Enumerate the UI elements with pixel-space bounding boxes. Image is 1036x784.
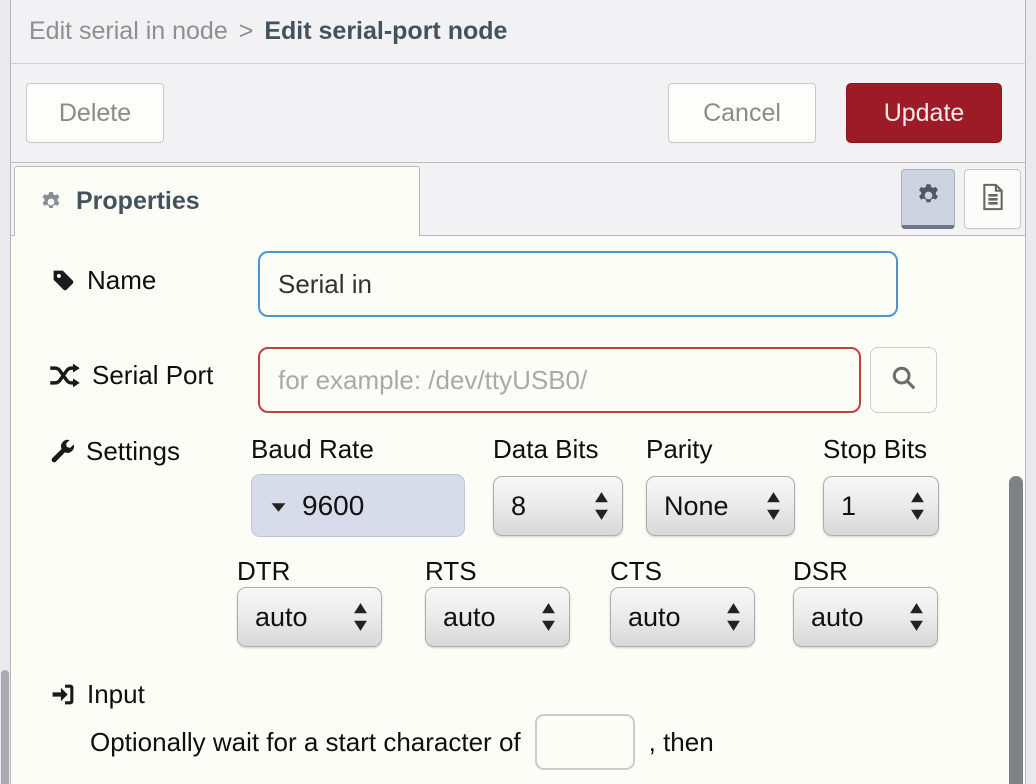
shuffle-icon [49,363,81,388]
baud-rate-label: Baud Rate [251,434,374,464]
serial-port-label-text: Serial Port [92,360,214,390]
panel-resize-strip [0,0,10,784]
settings-field-label: Settings [49,436,180,467]
gear-icon [39,190,63,214]
start-character-row: Optionally wait for a start character of… [90,712,714,772]
panel-drag-handle[interactable] [1,670,9,784]
parity-select[interactable]: None [646,476,795,536]
data-bits-value: 8 [511,490,527,521]
wrench-icon [49,439,75,465]
dsr-label: DSR [793,556,848,586]
baud-rate-value: 9600 [302,489,365,521]
data-bits-label: Data Bits [493,434,599,464]
sign-in-icon [51,682,76,707]
edit-node-dialog: Edit serial in node > Edit serial-port n… [10,0,1026,784]
spinner-arrows-icon [353,603,368,631]
dialog-header: Edit serial in node > Edit serial-port n… [11,0,1025,64]
serial-port-input[interactable] [258,347,861,413]
tag-icon [51,268,76,293]
stop-bits-value: 1 [841,490,857,521]
search-icon [890,364,918,397]
name-input[interactable] [258,251,898,317]
dtr-value: auto [255,601,308,632]
properties-form: Name Serial Port Setting [11,236,1025,784]
serial-port-search-button[interactable] [870,347,937,413]
stop-bits-label: Stop Bits [823,434,928,464]
breadcrumb-parent[interactable]: Edit serial in node [29,17,228,45]
document-icon [979,182,1007,217]
spinner-arrows-icon [766,492,781,520]
spinner-arrows-icon [910,492,925,520]
name-field-label: Name [51,265,156,296]
serial-port-field-label: Serial Port [49,360,213,391]
dsr-select[interactable]: auto [793,587,938,647]
wait-text-after: , then [648,726,714,757]
settings-label-text: Settings [86,436,180,466]
spinner-arrows-icon [541,603,556,631]
data-bits-select[interactable]: 8 [493,476,623,536]
dialog-button-bar: Delete Cancel Update [11,64,1025,163]
breadcrumb-current: Edit serial-port node [264,17,508,45]
spinner-arrows-icon [909,603,924,631]
start-character-input[interactable] [534,714,635,770]
tab-properties-label: Properties [76,187,200,215]
wait-text-before: Optionally wait for a start character of [90,726,521,757]
rts-select[interactable]: auto [425,587,570,647]
caret-down-icon [271,502,286,512]
dtr-select[interactable]: auto [237,587,382,647]
dsr-value: auto [811,601,864,632]
parity-value: None [664,490,729,521]
gear-icon [915,182,942,214]
breadcrumb-separator: > [238,17,254,45]
cts-select[interactable]: auto [610,587,755,647]
update-button[interactable]: Update [846,83,1002,143]
spinner-arrows-icon [594,492,609,520]
tab-bar: Properties [11,163,1025,236]
tab-properties[interactable]: Properties [14,166,420,236]
cts-label: CTS [610,556,662,586]
cts-value: auto [628,601,681,632]
input-section-label: Input [51,679,145,710]
parity-label: Parity [646,434,713,464]
vertical-scrollbar-thumb[interactable] [1009,476,1023,784]
name-label-text: Name [87,265,157,295]
input-label-text: Input [87,679,145,709]
node-docs-button[interactable] [964,169,1021,229]
cancel-button[interactable]: Cancel [668,83,816,143]
rts-label: RTS [425,556,477,586]
workspace-edge [1026,0,1036,784]
rts-value: auto [443,601,496,632]
delete-button[interactable]: Delete [26,83,164,143]
stop-bits-select[interactable]: 1 [823,476,939,536]
tab-actions [901,169,1021,229]
dtr-label: DTR [237,556,291,586]
baud-rate-select[interactable]: 9600 [251,474,465,537]
spinner-arrows-icon [726,603,741,631]
node-settings-button[interactable] [901,169,955,229]
